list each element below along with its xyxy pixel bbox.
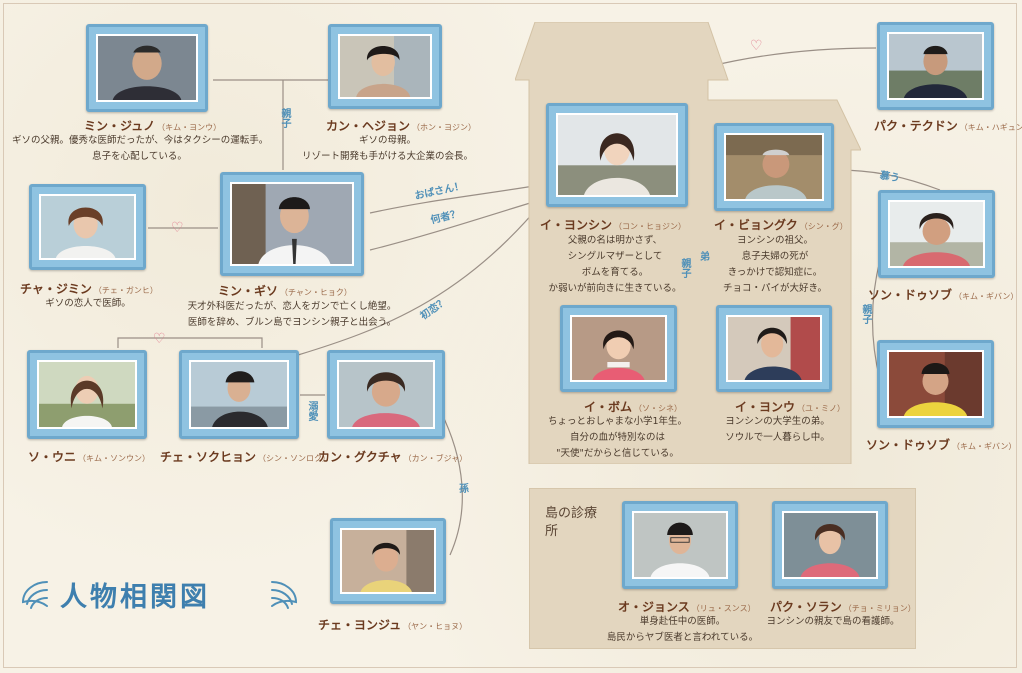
photo-i-byongu (714, 123, 834, 211)
name-paku-soran: パク・ソラン（チョ・ミリョン） (770, 600, 916, 614)
photo-kan-gukucha (327, 350, 445, 439)
name-min-juno: ミン・ジュノ（キム・ヨンウ） (84, 119, 222, 133)
name-cha-jimin: チャ・ジミン（チェ・ガンヒ） (20, 282, 158, 296)
rel-mago: 孫 (459, 484, 469, 495)
desc-kan-hejon: ギソの母親。リゾート開発も手がける大企業の会長。 (301, 135, 473, 162)
heart-icon: ♡ (750, 38, 763, 54)
rel-oyako-son: 親子 (860, 304, 871, 324)
chart-title: 人物相関図 (60, 582, 210, 612)
rel-parent-child-top: 親子 (279, 108, 290, 128)
desc-min-juno: ギソの父親。優秀な医師だったが、今はタクシーの運転手。息子を心配している。 (12, 135, 269, 162)
name-che-yonju: チェ・ヨンジュ（ヤン・ヒョヌ） (318, 618, 468, 632)
heart-icon: ♡ (171, 220, 184, 236)
desc-cha-jimin: ギソの恋人で医師。 (45, 298, 131, 309)
name-kan-gukucha: カン・グクチャ（カン・ブジャ） (318, 450, 468, 464)
name-min-giso: ミン・ギソ（チャン・ヒョク） (218, 284, 352, 298)
photo-paku-soran (772, 501, 888, 589)
name-son-dusobu-2: ソン・ドゥソブ（キム・ギバン） (866, 438, 1017, 452)
rel-oyako-yongsin: 親子 (679, 258, 690, 278)
photo-che-sokuhyon (179, 350, 299, 439)
desc-i-bom: ちょっとおしゃまな小学1年生。自分の血が特別なのは"天使"だからと信じている。 (547, 416, 688, 459)
photo-kan-hejon (328, 24, 442, 109)
name-che-sokuhyon: チェ・ソクヒョン（シン・ソンロク） (160, 450, 331, 464)
desc-o-jonsu: 単身赴任中の医師。島民からヤブ医者と言われている。 (606, 616, 759, 643)
name-i-yonu: イ・ヨンウ（ユ・ミノ） (735, 400, 846, 414)
heart-icon: ♡ (153, 331, 166, 347)
photo-i-yongsin (546, 103, 688, 207)
desc-i-yongsin: 父親の名は明かさず、シングルマザーとしてボムを育てる。か弱いが前向きに生きている… (548, 235, 682, 294)
photo-cha-jimin (29, 184, 146, 270)
title-wings (21, 581, 298, 609)
photo-min-juno (86, 24, 208, 112)
clinic-label: 島の診療所 (545, 506, 598, 539)
desc-min-giso: 天才外科医だったが、恋人をガンで亡くし絶望。医師を辞め、ブルン島でヨンシン親子と… (187, 301, 397, 328)
name-son-dusobu-1: ソン・ドゥソブ（キム・ギバン） (868, 288, 1019, 302)
name-i-yongsin: イ・ヨンシン（コン・ヒョジン） (540, 218, 687, 232)
desc-paku-soran: ヨンシンの親友で島の看護師。 (766, 616, 900, 627)
photo-min-giso (220, 172, 364, 276)
desc-i-byongu: ヨンシンの祖父。息子夫婦の死がきっかけで認知症に。チョコ・パイが大好き。 (722, 235, 828, 294)
desc-i-yonu: ヨンシンの大学生の弟。ソウルで一人暮らし中。 (725, 416, 830, 443)
rel-dekiai: 溺愛 (306, 401, 317, 421)
rel-omou: 慕う (878, 170, 901, 185)
rel-otouto: 弟 (700, 252, 710, 263)
photo-son-dusobu-1 (878, 190, 995, 278)
photo-i-bom (560, 305, 677, 392)
name-so-uni: ソ・ウニ（キム・ソンウン） (28, 450, 151, 464)
outer-border (3, 3, 1017, 668)
photo-i-yonu (716, 305, 832, 392)
name-kan-hejon: カン・ヘジョン（ホン・ヨジン） (326, 119, 477, 133)
name-i-byongu: イ・ビョングク（シン・グ） (714, 218, 848, 232)
photo-che-yonju (330, 518, 446, 604)
name-o-jonsu: オ・ジョンス（リュ・スンス） (618, 600, 756, 614)
name-i-bom: イ・ボム（ソ・シネ） (584, 400, 683, 414)
name-paku-tekudon: パク・テクドン（キム・ハギュン） (874, 119, 1022, 133)
photo-o-jonsu (622, 501, 738, 589)
photo-son-dusobu-2 (877, 340, 994, 428)
photo-so-uni (27, 350, 147, 439)
photo-paku-tekudon (877, 22, 994, 110)
